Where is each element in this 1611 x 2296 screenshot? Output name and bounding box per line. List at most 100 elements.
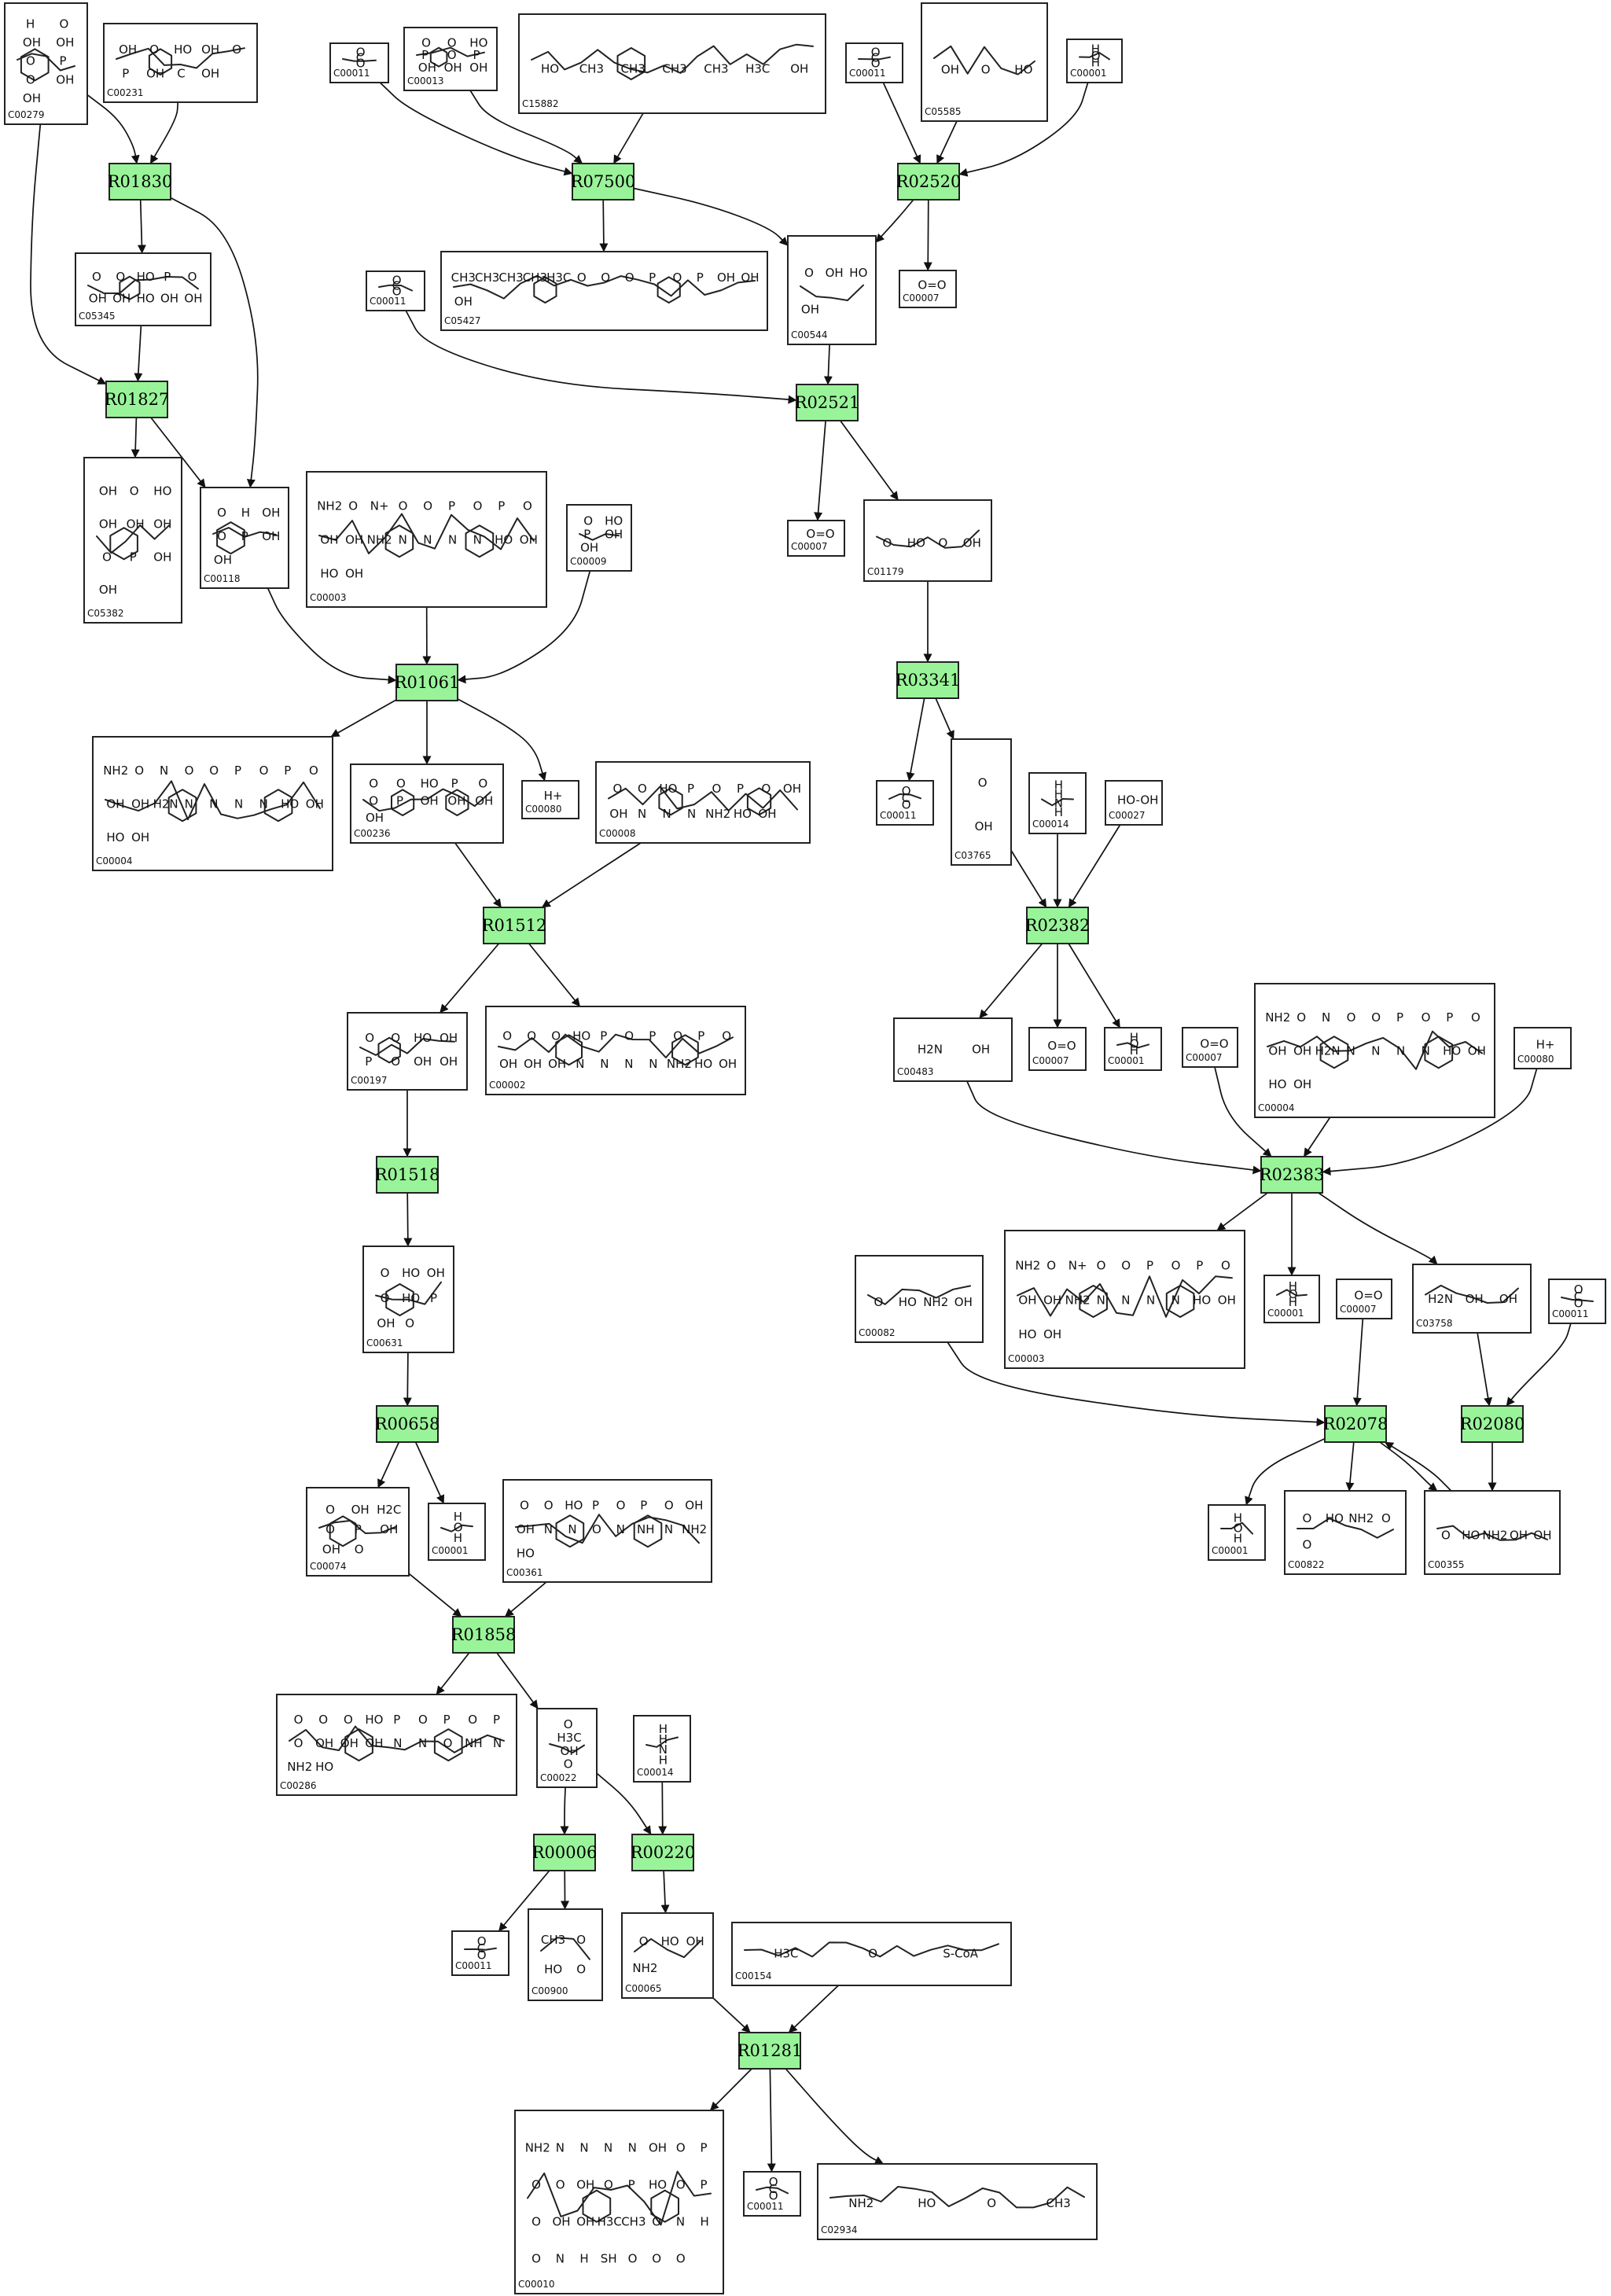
atom-label: O=O bbox=[806, 527, 834, 541]
reaction-r2383[interactable]: R02383 bbox=[1260, 1156, 1325, 1194]
atom-label: N bbox=[638, 807, 646, 821]
reaction-r1518[interactable]: R01518 bbox=[375, 1156, 440, 1194]
compound-id: C00009 bbox=[570, 556, 607, 567]
reaction-r1830[interactable]: R01830 bbox=[108, 163, 173, 201]
molecule-skeleton bbox=[756, 2186, 789, 2195]
reaction-r0220[interactable]: R00220 bbox=[631, 1834, 696, 1871]
reaction-r1827[interactable]: R01827 bbox=[105, 381, 170, 418]
reaction-r3341[interactable]: R03341 bbox=[896, 661, 961, 699]
compound-c80a[interactable]: H+C00080 bbox=[521, 780, 579, 819]
reaction-r2080[interactable]: R02080 bbox=[1460, 1405, 1525, 1443]
reaction-r0006[interactable]: R00006 bbox=[532, 1834, 598, 1871]
atom-label: HO bbox=[1268, 1077, 1286, 1091]
reaction-r1858[interactable]: R01858 bbox=[451, 1616, 517, 1654]
atom-label: O bbox=[1371, 1010, 1381, 1025]
edge-c11b-r2520 bbox=[882, 82, 921, 164]
atom-label: O bbox=[604, 2177, 613, 2191]
molecule-skeleton bbox=[1116, 1042, 1149, 1049]
reaction-r7500[interactable]: R07500 bbox=[571, 163, 636, 201]
reaction-r2520[interactable]: R02520 bbox=[896, 163, 962, 201]
atom-label: HO bbox=[402, 1266, 420, 1280]
reaction-r2382[interactable]: R02382 bbox=[1025, 907, 1091, 944]
atom-label: HO bbox=[572, 1028, 590, 1043]
reaction-r2078[interactable]: R02078 bbox=[1323, 1405, 1388, 1443]
reaction-r1512[interactable]: R01512 bbox=[482, 907, 547, 944]
reaction-r0658[interactable]: R00658 bbox=[375, 1405, 440, 1443]
atom-label: O bbox=[443, 1736, 453, 1750]
edge-r2382-c1b bbox=[1068, 943, 1121, 1028]
atom-label: O=O bbox=[1354, 1288, 1382, 1302]
atom-label: O bbox=[673, 270, 682, 285]
reaction-r2521[interactable]: R02521 bbox=[795, 384, 860, 421]
atom-label: OH bbox=[184, 291, 202, 305]
compound-id: C01179 bbox=[867, 566, 904, 577]
atom-label: OH bbox=[440, 1031, 458, 1045]
compound-box bbox=[1424, 1490, 1561, 1575]
reaction-box bbox=[105, 381, 168, 418]
compound-c80b[interactable]: H+C00080 bbox=[1514, 1027, 1572, 1069]
reaction-r1281[interactable]: R01281 bbox=[737, 2032, 803, 2070]
atom-label: O bbox=[531, 2214, 541, 2228]
atom-label: O bbox=[1441, 1528, 1451, 1542]
reaction-label: R02521 bbox=[795, 393, 860, 412]
molecule-ring bbox=[616, 47, 646, 80]
reaction-r1061[interactable]: R01061 bbox=[395, 664, 460, 701]
